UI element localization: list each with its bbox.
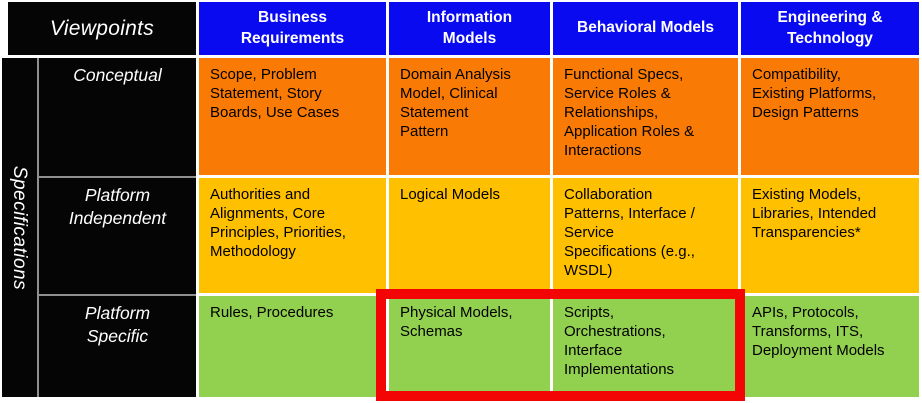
column-header-business-requirements: Business Requirements <box>199 2 386 55</box>
cell-conceptual-business-requirements: Scope, Problem Statement, Story Boards, … <box>199 58 386 175</box>
column-header-behavioral-models: Behavioral Models <box>553 2 738 55</box>
cell-platform-independent-information-models: Logical Models <box>389 178 550 293</box>
highlight-box <box>376 289 745 401</box>
cell-platform-independent-behavioral-models: Collaboration Patterns, Interface / Serv… <box>553 178 738 293</box>
cell-platform-specific-business-requirements: Rules, Procedures <box>199 296 386 397</box>
cell-platform-independent-engineering-technology: Existing Models, Libraries, Intended Tra… <box>741 178 919 293</box>
row-label-platform-independent: Platform Independent <box>68 185 167 228</box>
specifications-side-header: Specifications <box>2 58 37 397</box>
row-divider-1 <box>38 176 196 178</box>
cell-conceptual-behavioral-models: Functional Specs, Service Roles & Relati… <box>553 58 738 175</box>
cell-conceptual-engineering-technology: Compatibility, Existing Platforms, Desig… <box>741 58 919 175</box>
label-column-divider <box>37 58 39 397</box>
cell-platform-independent-business-requirements: Authorities and Alignments, Core Princip… <box>199 178 386 293</box>
specifications-side-header-label: Specifications <box>9 165 31 290</box>
cell-platform-specific-information-models: Physical Models, Schemas <box>389 296 550 397</box>
column-header-engineering-technology: Engineering & Technology <box>741 2 919 55</box>
cell-platform-specific-behavioral-models: Scripts, Orchestrations, Interface Imple… <box>553 296 738 397</box>
corner-header-label: Viewpoints <box>49 16 155 40</box>
cell-conceptual-information-models: Domain Analysis Model, Clinical Statemen… <box>389 58 550 175</box>
cell-platform-specific-engineering-technology: APIs, Protocols, Transforms, ITS, Deploy… <box>741 296 919 397</box>
row-label-background <box>2 58 196 397</box>
row-label-platform-specific: Platform Specific <box>84 303 151 346</box>
row-divider-2 <box>38 294 196 296</box>
corner-header-cell: Viewpoints <box>8 2 196 55</box>
row-label-conceptual: Conceptual <box>73 65 162 85</box>
column-header-information-models: Information Models <box>389 2 550 55</box>
